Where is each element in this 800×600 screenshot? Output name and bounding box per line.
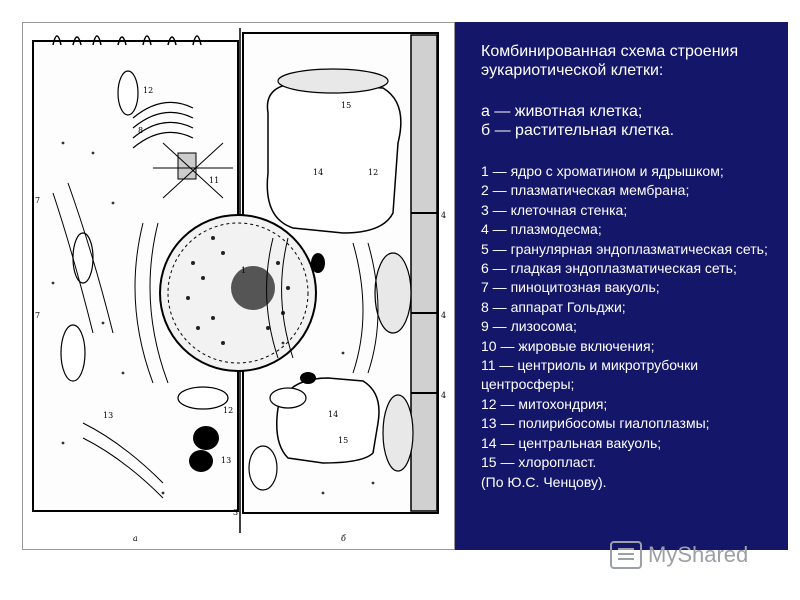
legend-list: 1 — ядро с хроматином и ядрышком; 2 — пл… <box>481 162 774 492</box>
watermark-text: MyShared <box>648 542 749 567</box>
label-a: а <box>133 534 138 543</box>
label-4a: 4 <box>441 211 446 220</box>
legend-item: (По Ю.С. Ченцову). <box>481 473 607 490</box>
cell-diagram-svg: 12 8 11 7 7 13 1 12 13 3 15 14 12 4 4 4 … <box>32 28 446 543</box>
legend-item: 13 — полирибосомы гиалоплазмы; <box>481 415 710 432</box>
label-11: 11 <box>209 176 219 185</box>
mitochondria <box>60 70 307 491</box>
plant-cell-wall <box>410 34 438 512</box>
label-12b: 12 <box>223 406 233 415</box>
legend-item: 9 — лизосома; <box>481 318 577 335</box>
label-15a: 15 <box>341 101 351 110</box>
panel-title: Комбинированная схема строения эукариоти… <box>481 43 739 79</box>
nuclear-envelope <box>167 222 309 364</box>
label-3: 3 <box>233 508 238 517</box>
legend-item: 5 — гранулярная эндоплазматическая сеть; <box>481 240 768 257</box>
label-b: б <box>341 534 346 543</box>
label-8: 8 <box>138 126 143 135</box>
microvilli <box>52 35 202 46</box>
legend-item: 14 — центральная вакуоль; <box>481 434 662 451</box>
legend-item: 11 — центриоль и микротрубочки центросфе… <box>481 357 699 393</box>
presentation-icon <box>610 541 642 569</box>
golgi-apparatus <box>132 101 194 149</box>
label-12a: 12 <box>143 86 153 95</box>
legend-item: 12 — митохондрия; <box>481 395 608 412</box>
chloroplasts <box>277 68 414 472</box>
legend-panel: Комбинированная схема строения эукариоти… <box>455 22 788 550</box>
centriole <box>153 142 233 199</box>
legend-item: 8 — аппарат Гольджи; <box>481 298 626 315</box>
endoplasmic-reticulum <box>52 182 379 499</box>
panel-subtitle: а — животная клетка; б — растительная кл… <box>481 102 774 140</box>
label-14a: 14 <box>313 168 323 177</box>
nucleolus <box>231 266 275 310</box>
legend-item: 4 — плазмодесма; <box>481 221 602 238</box>
watermark: MyShared <box>610 535 780 575</box>
central-vacuole-top <box>266 82 402 234</box>
diagram-labels: 12 8 11 7 7 13 1 12 13 3 15 14 12 4 4 4 … <box>35 86 446 517</box>
label-14b: 14 <box>328 410 338 419</box>
ribosomes <box>51 141 375 495</box>
label-4b: 4 <box>441 311 446 320</box>
label-12c: 12 <box>368 168 378 177</box>
legend-item: 10 — жировые включения; <box>481 337 655 354</box>
lipid-droplets <box>189 253 325 472</box>
legend-item: 15 — хлоропласт. <box>481 454 597 471</box>
label-4c: 4 <box>441 391 446 400</box>
subtitle-a: а — животная клетка; <box>481 103 643 120</box>
subtitle-b: б — растительная клетка. <box>481 122 675 139</box>
label-7b: 7 <box>35 311 40 320</box>
label-13b: 13 <box>221 456 231 465</box>
label-1: 1 <box>241 266 246 275</box>
legend-item: 3 — клеточная стенка; <box>481 201 628 218</box>
cell-diagram: 12 8 11 7 7 13 1 12 13 3 15 14 12 4 4 4 … <box>22 22 455 550</box>
legend-item: 6 — гладкая эндоплазматическая сеть; <box>481 260 737 277</box>
legend-item: 1 — ядро с хроматином и ядрышком; <box>481 163 724 179</box>
legend-item: 7 — пиноцитозная вакуоль; <box>481 279 660 296</box>
label-15b: 15 <box>338 436 348 445</box>
legend-item: 2 — плазматическая мембрана; <box>481 182 690 199</box>
label-13a: 13 <box>103 411 113 420</box>
label-7a: 7 <box>35 196 40 205</box>
